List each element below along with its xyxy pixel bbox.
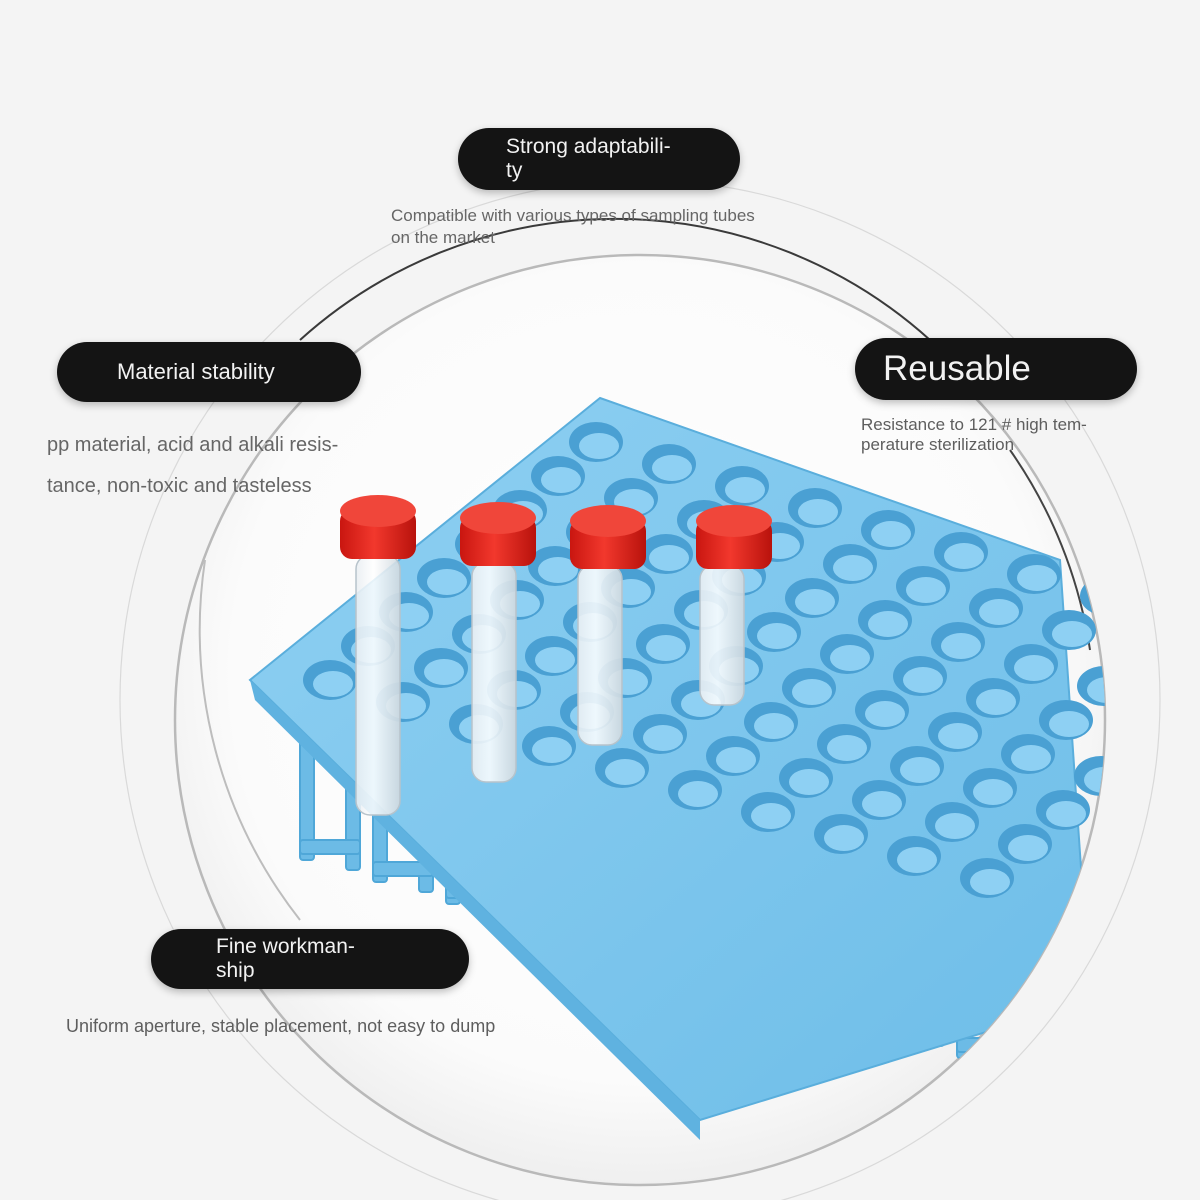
rack-hole <box>858 600 912 640</box>
adaptability-title-badge: Strong adaptabili- ty <box>458 128 740 190</box>
material-desc-line-1: pp material, acid and alkali resis- <box>47 434 339 456</box>
rack-hole <box>928 712 982 752</box>
workmanship-title-line-2: ship <box>216 959 255 982</box>
rack-hole <box>782 668 836 708</box>
rack-hole <box>1188 654 1200 694</box>
rack-hole <box>1153 598 1200 638</box>
rack-hole <box>633 714 687 754</box>
rack-hole <box>817 724 871 764</box>
adaptability-title-line-2: ty <box>506 159 523 182</box>
rack-hole <box>1115 632 1169 672</box>
rack-hole <box>636 624 690 664</box>
rack-hole <box>963 768 1017 808</box>
rack-hole <box>595 748 649 788</box>
rack-hole <box>715 466 769 506</box>
material-description: pp material, acid and alkali resis- tanc… <box>47 425 338 507</box>
rack-hole <box>896 566 950 606</box>
rack-hole <box>522 726 576 766</box>
rack-hole <box>642 444 696 484</box>
sample-tube <box>460 502 536 783</box>
accent-arc-left <box>198 559 301 921</box>
adaptability-desc-line-2: on the market <box>391 228 495 247</box>
rack-hole <box>1039 700 1093 740</box>
rack-hole <box>814 814 868 854</box>
rack-hole <box>668 770 722 810</box>
rack-hole <box>741 792 795 832</box>
accent-arc-top <box>299 217 931 341</box>
rack-hole <box>1074 756 1105 796</box>
rack-hole <box>931 622 985 662</box>
rack-hole <box>785 578 839 618</box>
sample-tube <box>570 505 646 746</box>
rack-hole <box>890 746 944 786</box>
rack-hole <box>1036 790 1090 830</box>
workmanship-title-line-1: Fine workman- <box>216 935 355 958</box>
rack-hole <box>820 634 874 674</box>
adaptability-description: Compatible with various types of samplin… <box>391 205 755 249</box>
sample-tube <box>696 505 772 706</box>
rack-hole <box>966 678 1020 718</box>
rack-hole <box>893 656 947 696</box>
rack-hole <box>925 802 979 842</box>
rack-hole <box>779 758 833 798</box>
rack-hole <box>969 588 1023 628</box>
rack-hole <box>788 488 842 528</box>
rack-hole <box>744 702 798 742</box>
reusable-description: Resistance to 121 # high tem- perature s… <box>861 415 1087 455</box>
rack-hole <box>639 534 693 574</box>
rack-hole <box>1150 688 1200 728</box>
rack-hole <box>303 660 357 700</box>
adaptability-desc-line-1: Compatible with various types of samplin… <box>391 206 755 225</box>
rack-hole <box>528 546 582 586</box>
rack-hole <box>861 510 915 550</box>
reusable-desc-line-2: perature sterilization <box>861 435 1015 454</box>
adaptability-title-line-1: Strong adaptabili- <box>506 135 671 158</box>
reusable-title-line-1: Reusable <box>883 349 1031 388</box>
rack-hole <box>569 422 623 462</box>
rack-hole <box>414 648 468 688</box>
workmanship-description: Uniform aperture, stable placement, not … <box>66 1014 495 1038</box>
rack-hole <box>1080 576 1105 616</box>
material-title-line-1: Material stability <box>117 359 275 384</box>
rack-hole <box>525 636 579 676</box>
test-tube-rack-image <box>248 396 1200 1140</box>
rack-hole <box>855 690 909 730</box>
rack-hole <box>934 532 988 572</box>
rack-hole <box>531 456 585 496</box>
material-desc-line-2: tance, non-toxic and tasteless <box>47 475 312 497</box>
reusable-desc-line-1: Resistance to 121 # high tem- <box>861 415 1087 434</box>
sample-tube <box>340 495 416 816</box>
reusable-title-badge: Reusable <box>855 338 1137 400</box>
rack-hole <box>852 780 906 820</box>
rack-hole <box>960 858 1014 898</box>
rack-hole <box>417 558 471 598</box>
rack-hole <box>1007 554 1061 594</box>
workmanship-desc-line-1: Uniform aperture, stable placement, not … <box>66 1016 496 1036</box>
rack-hole <box>1004 644 1058 684</box>
workmanship-title-badge: Fine workman- ship <box>151 929 469 989</box>
rack-hole <box>1042 610 1096 650</box>
material-title-badge: Material stability <box>57 342 361 402</box>
rack-hole <box>998 824 1052 864</box>
rack-hole <box>706 736 760 776</box>
rack-hole <box>1001 734 1055 774</box>
rack-hole <box>823 544 877 584</box>
rack-hole <box>747 612 801 652</box>
rack-hole <box>887 836 941 876</box>
